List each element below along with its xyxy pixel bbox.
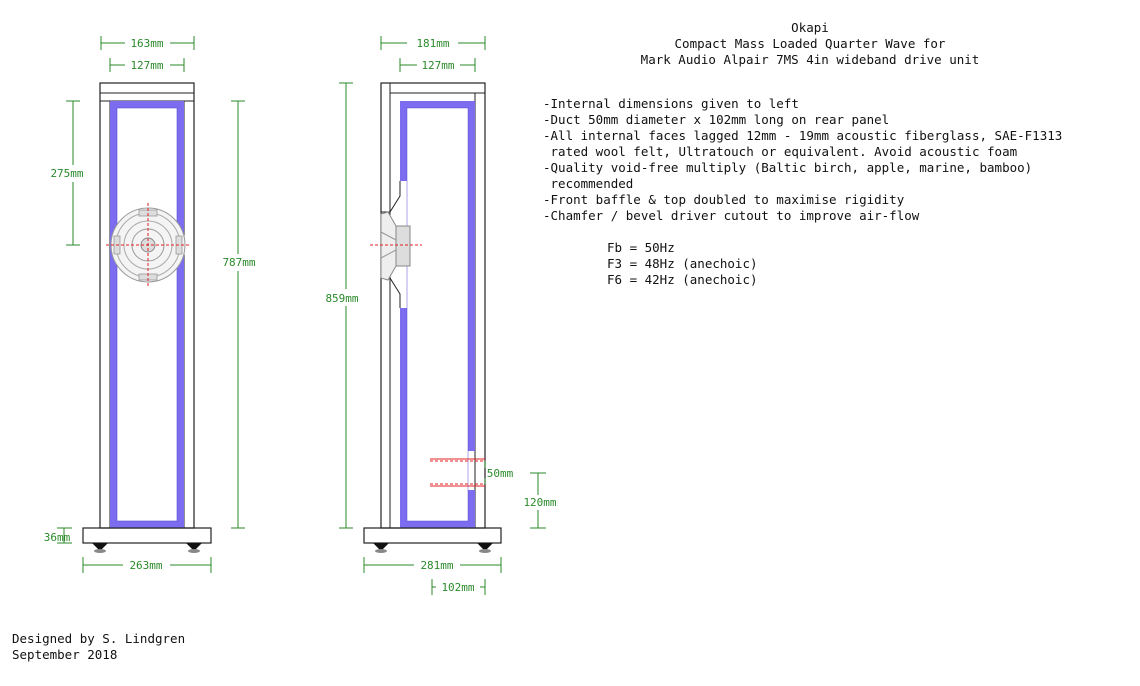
front-dimensions xyxy=(57,36,245,573)
designer-name: Designed by S. Lindgren xyxy=(12,631,186,646)
note-line: -Duct 50mm diameter x 102mm long on rear… xyxy=(543,112,890,127)
dim-plinth-width: 263mm xyxy=(129,559,162,572)
side-foot-front xyxy=(373,543,389,551)
side-dimensions xyxy=(339,36,546,595)
side-foot-rear xyxy=(477,543,493,551)
dim-duct-length: 102mm xyxy=(441,581,474,594)
side-duct xyxy=(430,458,485,487)
side-view: 181mm 127mm 859mm 50mm 120mm 281mm 102mm xyxy=(325,36,557,595)
front-plinth xyxy=(82,527,212,544)
designer-credit: Designed by S. Lindgren September 2018 xyxy=(12,631,185,663)
dim-internal-height: 787mm xyxy=(222,256,255,269)
spec-f3: F3 = 48Hz (anechoic) xyxy=(607,256,758,271)
dim-front-outer-width: 163mm xyxy=(130,37,163,50)
spec-fb: Fb = 50Hz xyxy=(607,240,675,255)
dim-duct-diameter: 50mm xyxy=(487,467,514,480)
dim-plinth-height: 36mm xyxy=(44,531,71,544)
front-foot-right xyxy=(186,543,202,551)
tuning-specs: Fb = 50Hz F3 = 48Hz (anechoic) F6 = 42Hz… xyxy=(607,240,758,288)
design-date: September 2018 xyxy=(12,647,118,662)
dim-total-height: 859mm xyxy=(325,292,358,305)
note-line: -Quality void-free multiply (Baltic birc… xyxy=(543,160,1033,175)
front-view: 163mm 127mm 275mm 787mm 36mm 263mm xyxy=(44,36,256,573)
dim-side-plinth-depth: 281mm xyxy=(420,559,453,572)
build-notes: -Internal dimensions given to left -Duct… xyxy=(543,96,1062,224)
dim-duct-height: 120mm xyxy=(523,496,556,509)
front-foot-left xyxy=(92,543,108,551)
front-driver xyxy=(106,203,190,287)
side-driver xyxy=(370,211,422,281)
note-line: -Chamfer / bevel driver cutout to improv… xyxy=(543,208,920,223)
dim-side-outer-depth: 181mm xyxy=(416,37,449,50)
note-line: -Internal dimensions given to left xyxy=(543,96,799,111)
note-line: -All internal faces lagged 12mm - 19mm a… xyxy=(543,128,1063,143)
title-subtitle: Compact Mass Loaded Quarter Wave for xyxy=(674,36,946,51)
dim-front-inner-width: 127mm xyxy=(130,59,163,72)
note-line: -Front baffle & top doubled to maximise … xyxy=(543,192,905,207)
side-plinth xyxy=(363,527,502,544)
title-driver: Mark Audio Alpair 7MS 4in wideband drive… xyxy=(640,52,980,67)
dim-driver-height: 275mm xyxy=(50,167,83,180)
dim-side-inner-depth: 127mm xyxy=(421,59,454,72)
title-name: Okapi xyxy=(791,20,829,35)
spec-f6: F6 = 42Hz (anechoic) xyxy=(607,272,758,287)
note-line: recommended xyxy=(543,176,634,191)
note-line: rated wool felt, Ultratouch or equivalen… xyxy=(543,144,1018,159)
